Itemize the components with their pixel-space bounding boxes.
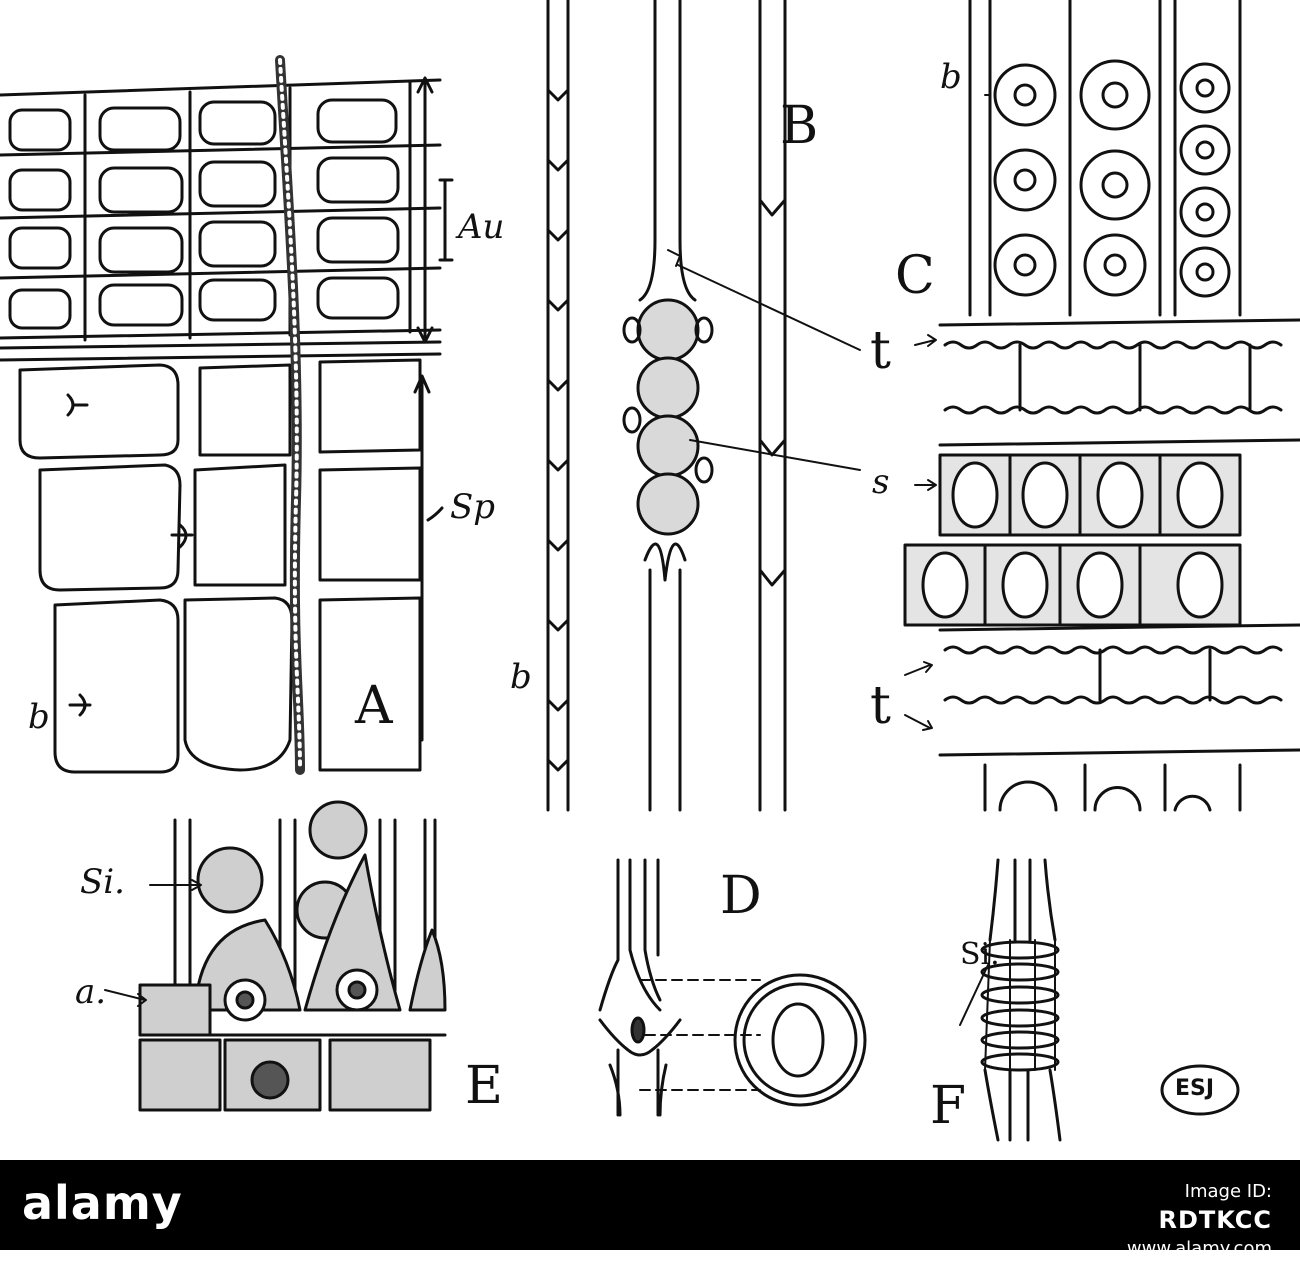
panel-c-drawing (903, 0, 1300, 812)
label-t-top: t (870, 321, 891, 381)
image-id-block: Image ID: RDTKCC www.alamy.com (1127, 1180, 1272, 1261)
panel-label-b: B (780, 96, 819, 156)
site-url[interactable]: www.alamy.com (1126, 1237, 1272, 1259)
label-t-bottom: t (870, 676, 891, 736)
panel-label-e: E (465, 1056, 503, 1116)
panel-a-drawing (0, 55, 454, 775)
panel-b-drawing (546, 0, 861, 812)
label-au: Au (458, 207, 505, 247)
plate-drawing (0, 0, 1300, 1142)
image-id-value: RDTKCC (1158, 1206, 1272, 1235)
panel-label-f: F (930, 1076, 967, 1136)
panel-d-drawing (598, 858, 867, 1117)
label-sp: Sp (450, 487, 496, 527)
panel-f-drawing (959, 858, 1240, 1142)
alamy-logo[interactable]: alamy (22, 1176, 183, 1230)
label-b-panel-a: b (28, 697, 50, 737)
label-b-panel-b: b (510, 657, 532, 697)
panel-label-d: D (720, 866, 762, 926)
label-si-panel-e: Si. (80, 862, 125, 902)
panel-e-drawing (104, 800, 447, 1112)
artist-monogram: ESJ (1175, 1076, 1215, 1101)
label-s: s (872, 462, 890, 502)
panel-label-a: A (355, 676, 393, 736)
label-a-panel-e: a. (75, 972, 107, 1012)
image-id-label: Image ID: (1184, 1181, 1272, 1202)
watermark-footer: alamy Image ID: RDTKCC www.alamy.com (0, 1160, 1300, 1259)
botanical-illustration-plate: A B C D E F Au Sp b b b t s t Si. a. Si.… (0, 0, 1300, 1142)
label-si-panel-f: Si. (960, 937, 1000, 972)
panel-label-c: C (895, 246, 935, 306)
label-b-panel-c: b (940, 57, 962, 97)
